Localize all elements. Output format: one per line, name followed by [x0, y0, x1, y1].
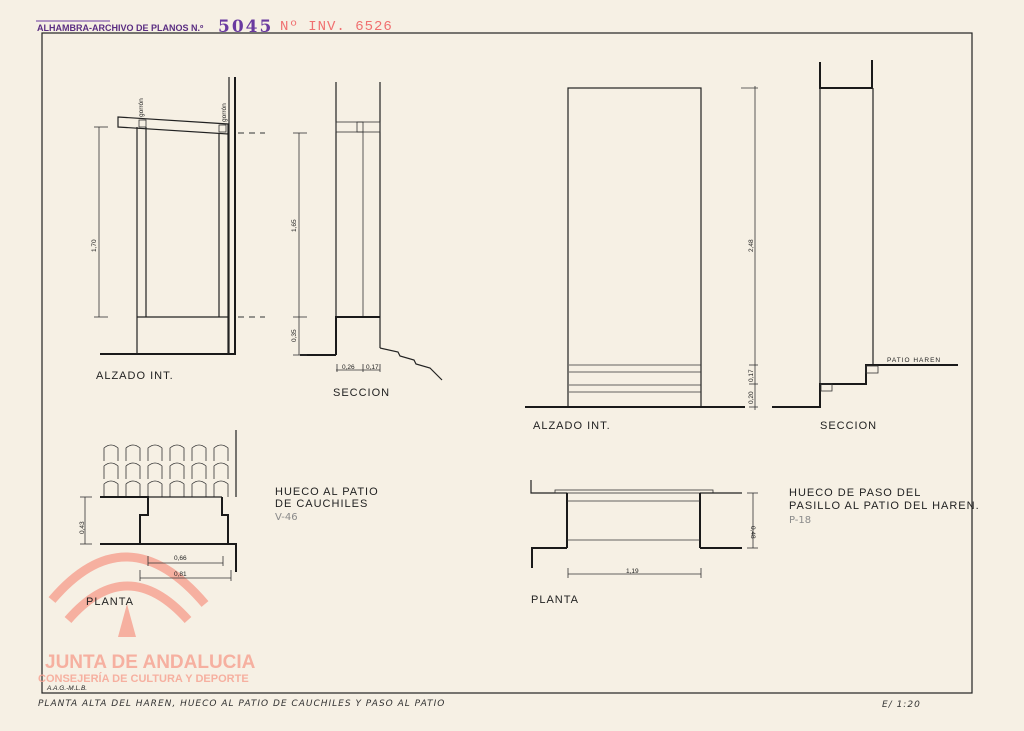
inventory-number: Nº INV. 6526 — [280, 19, 393, 35]
left-ref: V-46 — [275, 512, 298, 523]
gorron-right-label: gorrón — [221, 103, 228, 122]
roof-tile — [147, 444, 163, 461]
roof-tile — [191, 480, 207, 497]
right-title-line1: HUECO DE PASO DEL — [789, 487, 921, 499]
right-ref: P-18 — [789, 515, 811, 526]
right-title-line2: PASILLO AL PATIO DEL HAREN. — [789, 500, 980, 512]
roof-tile — [103, 480, 119, 497]
roof-tile — [125, 462, 141, 479]
right-section-label: SECCION — [820, 420, 877, 432]
gorron-left-label: gorrón — [138, 98, 145, 117]
roof-tile — [169, 462, 185, 479]
drafter-initials: A.A.G.-M.L.B. — [46, 685, 87, 692]
left-elevation — [94, 77, 265, 355]
roof-tile — [147, 480, 163, 497]
sheet-caption: PLANTA ALTA DEL HAREN, HUECO AL PATIO DE… — [38, 699, 445, 709]
dim-door-height: 2,48 — [748, 239, 755, 252]
roof-tile — [103, 462, 119, 479]
watermark-line2: CONSEJERÍA DE CULTURA Y DEPORTE — [38, 672, 249, 685]
right-plan-label: PLANTA — [531, 594, 579, 606]
left-plan-label: PLANTA — [86, 596, 134, 608]
roof-tile — [147, 462, 163, 479]
dim-height: 1,70 — [91, 239, 98, 252]
sheet-frame — [41, 32, 973, 694]
right-elevation-label: ALZADO INT. — [533, 420, 611, 432]
roof-tile — [103, 444, 119, 461]
dim-step2: 0,20 — [748, 391, 755, 404]
dim-right-plan-width: 1,19 — [626, 568, 639, 575]
roof-tile — [213, 480, 229, 497]
roof-tile — [125, 480, 141, 497]
dim-step1: 0,17 — [748, 369, 755, 382]
dim-w2: 0,17 — [366, 364, 379, 371]
watermark-line1: JUNTA DE ANDALUCIA — [45, 652, 256, 673]
left-plan — [80, 430, 237, 581]
archive-number: 5045 — [218, 17, 273, 37]
roof-tile — [213, 462, 229, 479]
dim-right-plan-depth: 0,48 — [749, 526, 756, 539]
dim-w1: 0,26 — [342, 364, 355, 371]
right-elevation — [525, 86, 758, 410]
left-elevation-label: ALZADO INT. — [96, 370, 174, 382]
roof-tile — [213, 444, 229, 461]
dim-plan-w1: 0,66 — [174, 555, 187, 562]
roof-tile — [169, 444, 185, 461]
junta-andalucia-logo — [48, 552, 209, 637]
roof-tile — [191, 462, 207, 479]
patio-haren-label: PATIO HAREN — [887, 357, 941, 364]
left-title-line2: DE CAUCHILES — [275, 498, 368, 510]
archive-stamp: ALHAMBRA-ARCHIVO DE PLANOS N.º — [37, 23, 204, 33]
dim-plan-depth: 0,43 — [79, 521, 86, 534]
left-section — [293, 82, 443, 381]
dim-sill: 0,35 — [291, 329, 298, 342]
left-title-line1: HUECO AL PATIO — [275, 486, 379, 498]
right-plan — [530, 480, 758, 578]
dim-section-height: 1,65 — [291, 219, 298, 232]
roof-tile — [191, 444, 207, 461]
right-section — [772, 60, 958, 408]
left-section-label: SECCION — [333, 387, 390, 399]
dim-plan-w2: 0,81 — [174, 571, 187, 578]
roof-tile — [125, 444, 141, 461]
sheet-scale: E/ 1:20 — [882, 700, 921, 710]
roof-tile — [169, 480, 185, 497]
